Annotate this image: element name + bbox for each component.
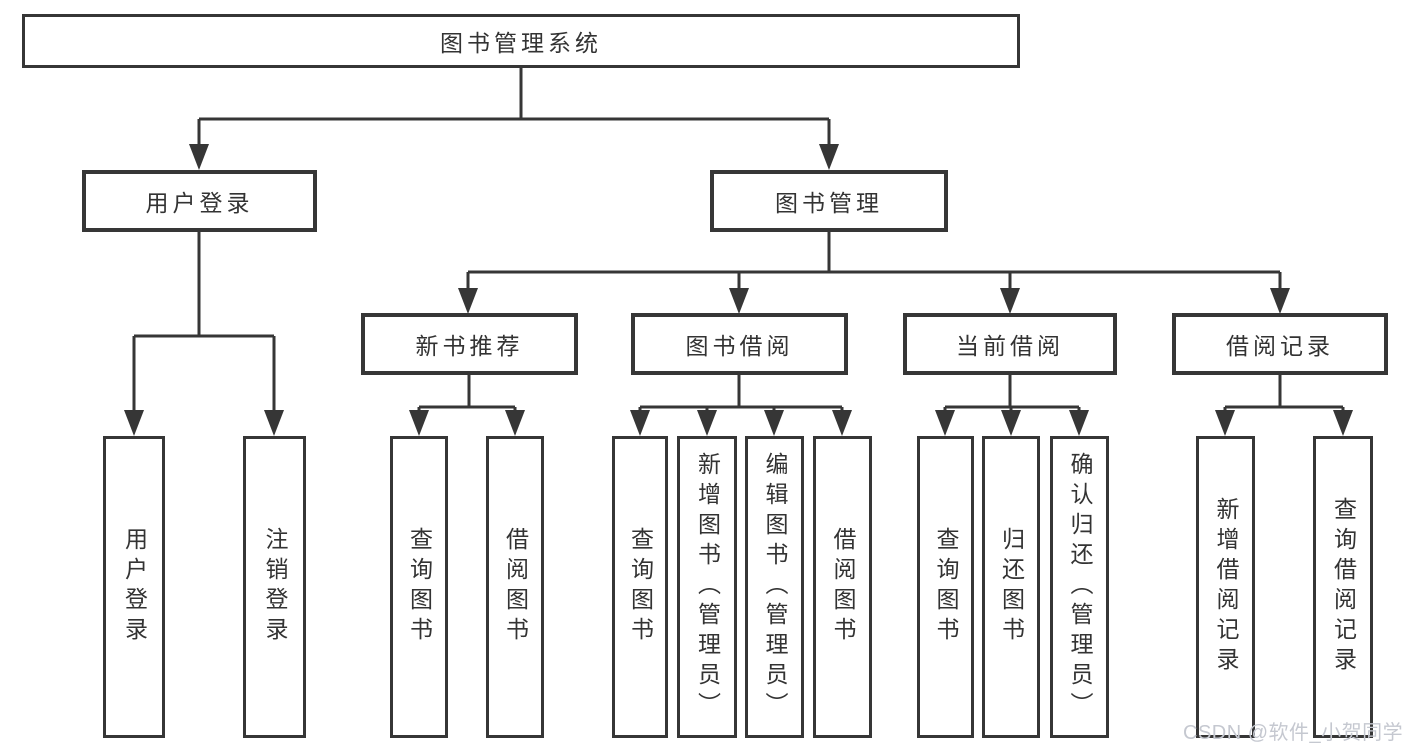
leaf-query-borrow-record-label: 查询借阅记录 (1330, 497, 1357, 677)
leaf-recommend-query-books-label: 查询图书 (406, 527, 433, 647)
leaf-add-books-admin-label: 新增图书（管理员） (694, 452, 721, 722)
leaf-user-login: 用户登录 (103, 436, 165, 738)
leaf-confirm-return-admin-label: 确认归还（管理员） (1067, 452, 1093, 722)
leaf-edit-books-admin-label: 编辑图书（管理员） (762, 452, 788, 722)
node-book-borrow-label: 图书借阅 (685, 333, 794, 359)
leaf-query-borrow-record: 查询借阅记录 (1313, 436, 1373, 738)
leaf-recommend-borrow-books: 借阅图书 (486, 436, 544, 738)
leaf-user-login-label: 用户登录 (121, 527, 148, 647)
leaf-edit-books-admin: 编辑图书（管理员） (745, 436, 804, 738)
csdn-watermark: CSDN @软件_小贺同学 (1183, 722, 1404, 744)
leaf-add-borrow-record: 新增借阅记录 (1196, 436, 1255, 738)
node-book-management-label: 图书管理 (775, 190, 883, 216)
node-user-login-label: 用户登录 (145, 190, 254, 216)
node-current-borrow-label: 当前借阅 (956, 333, 1064, 359)
leaf-recommend-borrow-books-label: 借阅图书 (502, 527, 529, 647)
node-user-login: 用户登录 (82, 170, 317, 232)
leaf-borrow-books: 借阅图书 (813, 436, 872, 738)
leaf-current-query-books: 查询图书 (917, 436, 974, 738)
node-new-book-recommend-label: 新书推荐 (415, 333, 524, 359)
node-current-borrow: 当前借阅 (903, 313, 1117, 375)
leaf-borrow-query-books: 查询图书 (612, 436, 668, 738)
leaf-borrow-books-label: 借阅图书 (830, 527, 856, 647)
node-root: 图书管理系统 (22, 14, 1020, 68)
arrowheads (124, 144, 1353, 436)
leaf-recommend-query-books: 查询图书 (390, 436, 448, 738)
node-borrow-record: 借阅记录 (1172, 313, 1388, 375)
leaf-confirm-return-admin: 确认归还（管理员） (1050, 436, 1109, 738)
leaf-logout: 注销登录 (243, 436, 306, 738)
node-new-book-recommend: 新书推荐 (361, 313, 578, 375)
node-book-management: 图书管理 (710, 170, 948, 232)
leaf-current-query-books-label: 查询图书 (933, 527, 959, 647)
leaf-add-books-admin: 新增图书（管理员） (677, 436, 737, 738)
node-borrow-record-label: 借阅记录 (1226, 333, 1334, 359)
leaf-add-borrow-record-label: 新增借阅记录 (1213, 497, 1239, 677)
node-book-borrow: 图书借阅 (631, 313, 848, 375)
leaf-borrow-query-books-label: 查询图书 (627, 527, 654, 647)
leaf-return-books: 归还图书 (982, 436, 1040, 738)
leaf-logout-label: 注销登录 (262, 527, 288, 647)
node-root-label: 图书管理系统 (440, 30, 602, 56)
leaf-return-books-label: 归还图书 (998, 527, 1025, 647)
